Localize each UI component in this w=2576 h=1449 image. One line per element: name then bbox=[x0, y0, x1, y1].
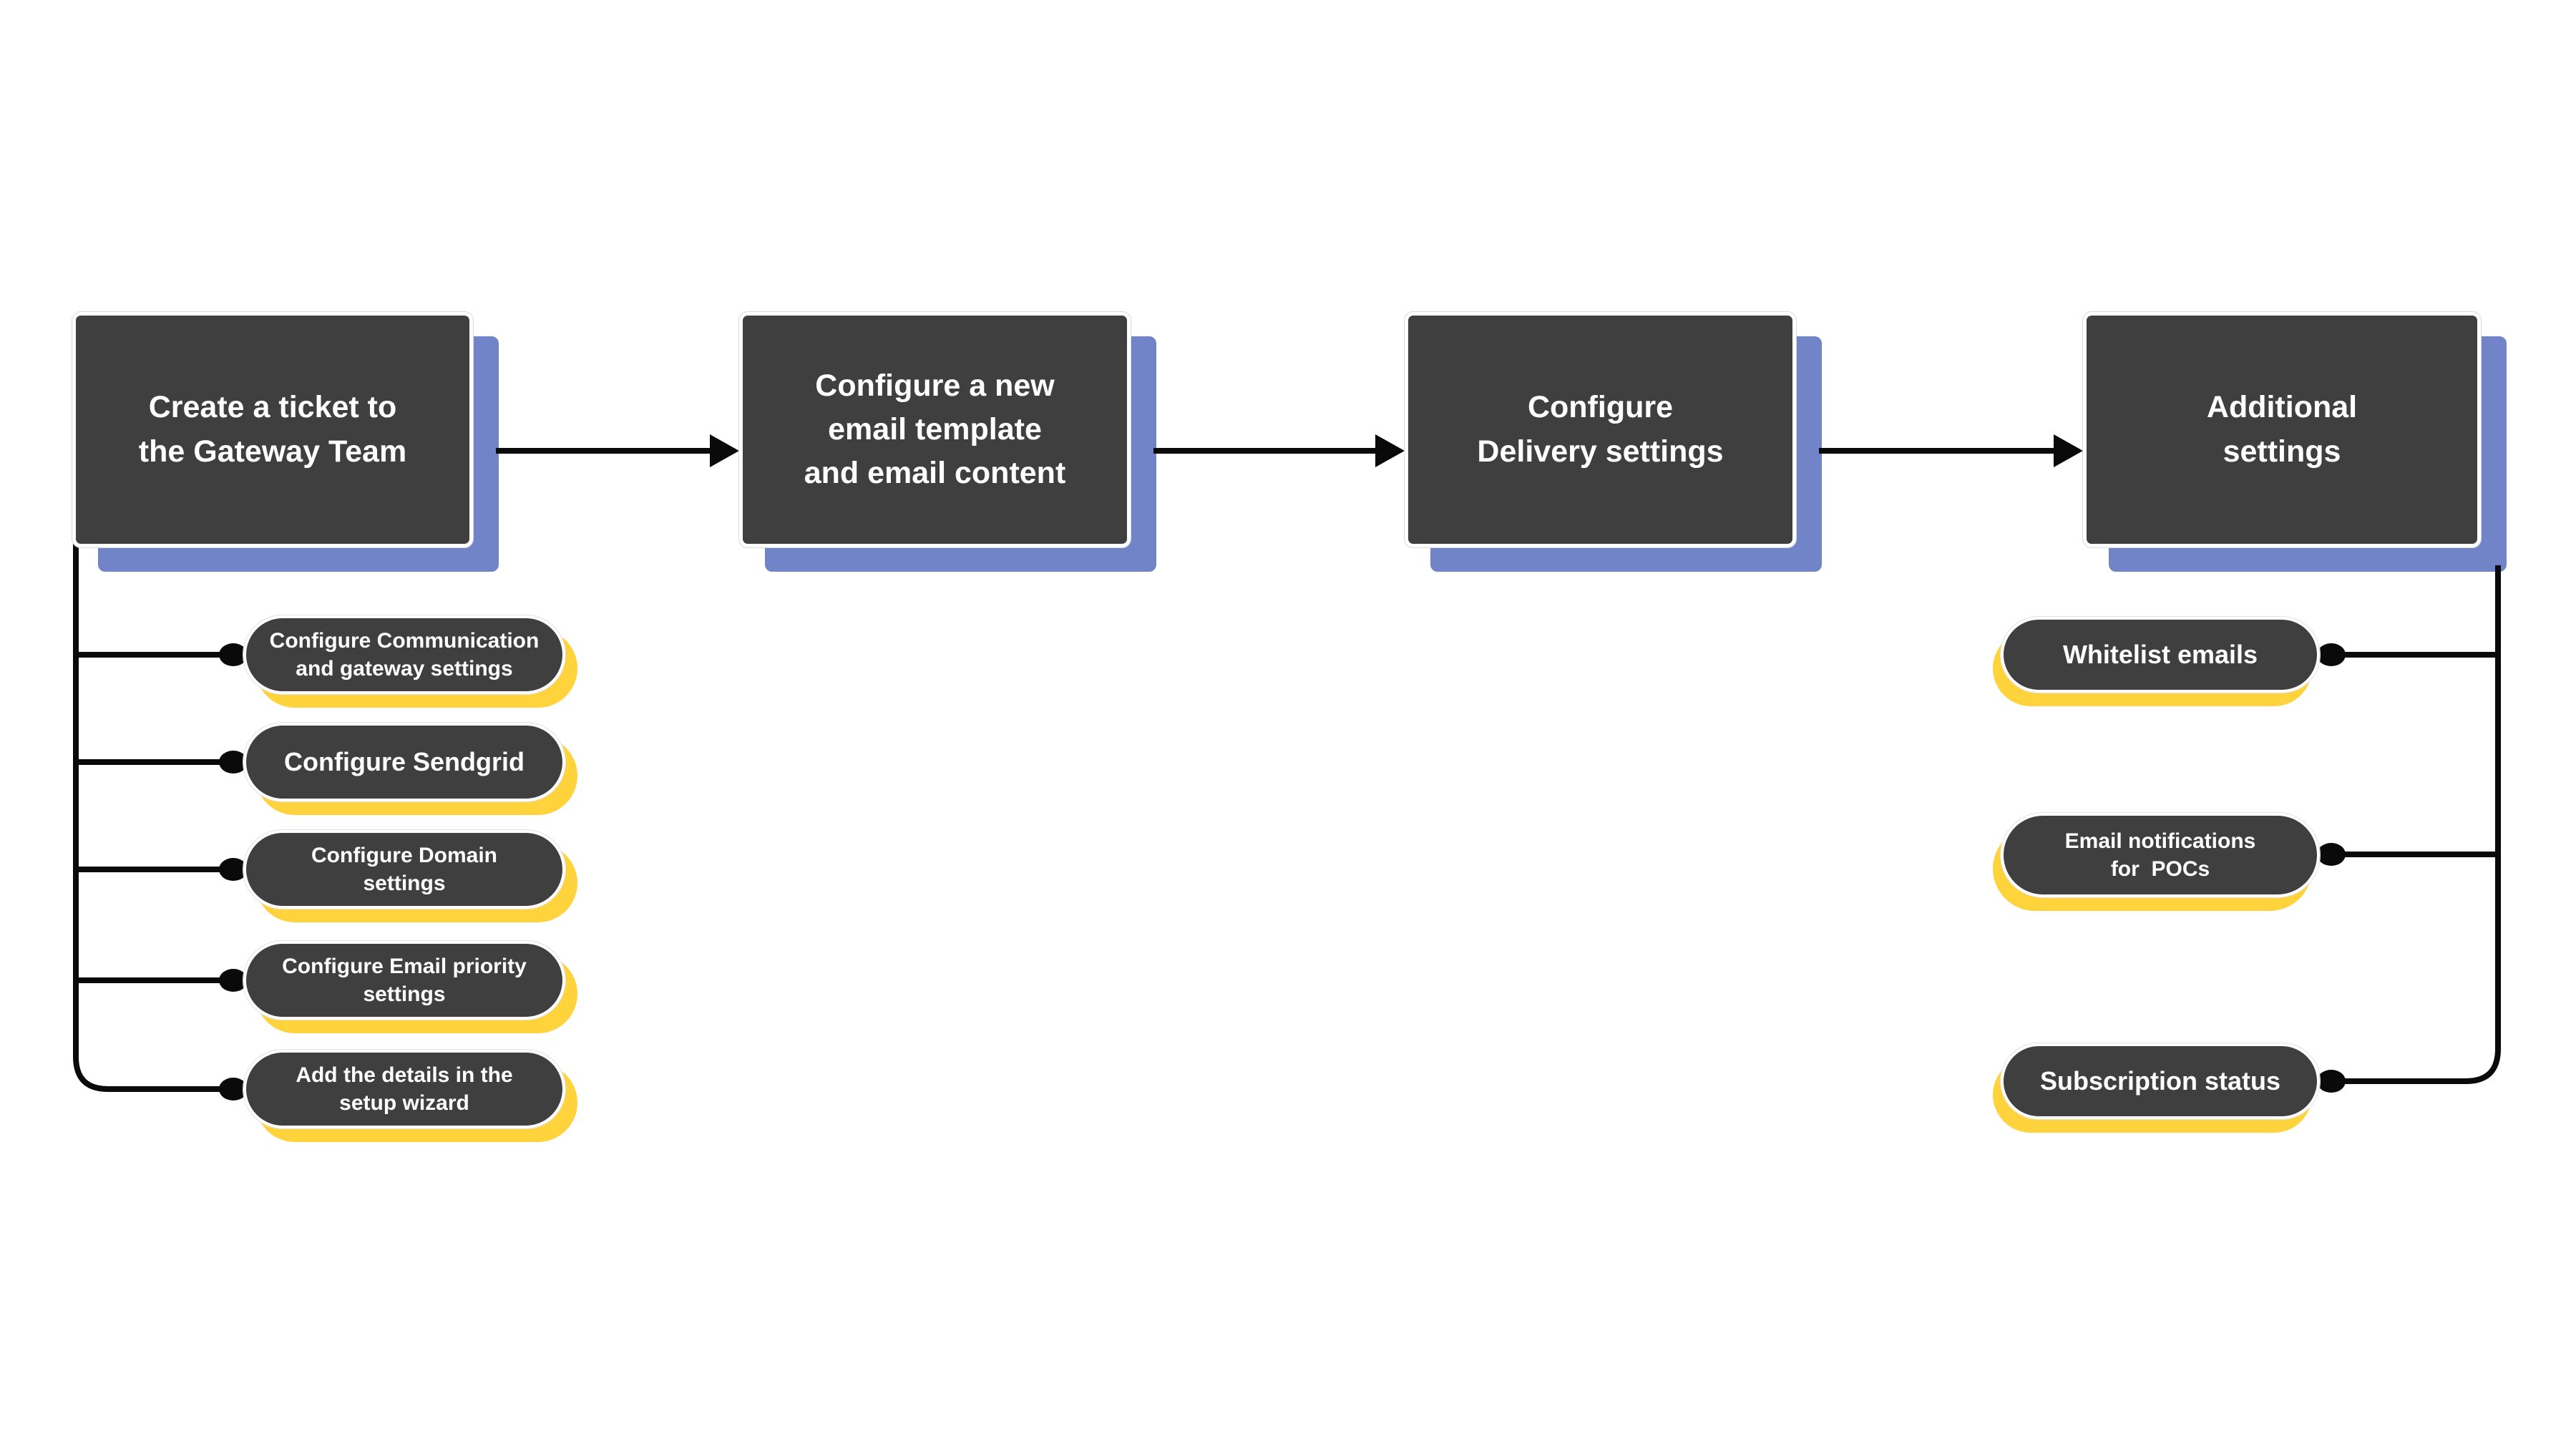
pill-label: and gateway settings bbox=[296, 657, 513, 680]
pill-label: settings bbox=[363, 982, 446, 1006]
box-label: email template bbox=[828, 411, 1042, 447]
dot-icon bbox=[2317, 843, 2346, 866]
pill-label: settings bbox=[363, 872, 446, 895]
pill-configure-domain-settings: Configure Domain settings bbox=[243, 829, 566, 909]
dot-icon bbox=[2317, 1070, 2346, 1093]
pill-configure-email-priority: Configure Email priority settings bbox=[243, 940, 566, 1020]
dot-icon bbox=[219, 858, 248, 881]
pill-subscription-status: Subscription status bbox=[2000, 1043, 2321, 1120]
box-configure-delivery-settings: Configure Delivery settings bbox=[1404, 311, 1797, 548]
pill-configure-sendgrid: Configure Sendgrid bbox=[243, 722, 566, 802]
pill-add-details-setup-wizard: Add the details in the setup wizard bbox=[243, 1049, 566, 1129]
pill-label: Add the details in the bbox=[296, 1063, 513, 1087]
box-label: the Gateway Team bbox=[138, 434, 407, 469]
left-branch-trunk bbox=[73, 544, 229, 1092]
pill-configure-communication-gateway: Configure Communication and gateway sett… bbox=[243, 615, 566, 695]
pill-label: Configure Email priority bbox=[282, 955, 527, 978]
dot-icon bbox=[219, 1078, 248, 1101]
box-create-ticket: Create a ticket to the Gateway Team bbox=[72, 311, 474, 548]
pill-whitelist-emails: Whitelist emails bbox=[2000, 616, 2321, 693]
box-label: and email content bbox=[804, 456, 1066, 491]
box-label: Configure bbox=[1527, 390, 1674, 425]
pill-label: Subscription status bbox=[2039, 1065, 2281, 1096]
pill-label: Configure Domain bbox=[311, 844, 497, 867]
pill-label: Configure Communication bbox=[269, 629, 540, 653]
box-label: settings bbox=[2223, 434, 2341, 469]
dot-icon bbox=[219, 969, 248, 992]
pill-label: Whitelist emails bbox=[2062, 639, 2258, 669]
box-additional-settings: Additional settings bbox=[2082, 311, 2482, 548]
dot-icon bbox=[219, 751, 248, 774]
box-label: Configure a new bbox=[815, 368, 1055, 403]
box-label: Additional bbox=[2206, 390, 2358, 425]
pill-label: Email notifications bbox=[2064, 829, 2256, 853]
box-label: Create a ticket to bbox=[148, 390, 397, 425]
right-branch-trunk bbox=[2336, 565, 2501, 1084]
pill-email-notifications-pocs: Email notifications for POCs bbox=[2000, 812, 2321, 898]
dot-icon bbox=[2317, 643, 2346, 666]
arrowhead-2-icon bbox=[1375, 434, 1405, 467]
arrowhead-1-icon bbox=[710, 434, 739, 467]
box-configure-email-template: Configure a new email template and email… bbox=[738, 311, 1131, 548]
box-label: Delivery settings bbox=[1477, 434, 1724, 469]
dot-icon bbox=[219, 643, 248, 666]
pill-label: for POCs bbox=[2110, 857, 2210, 881]
pill-label: setup wizard bbox=[339, 1091, 469, 1115]
arrowhead-3-icon bbox=[2054, 434, 2083, 467]
pill-label: Configure Sendgrid bbox=[284, 746, 525, 776]
